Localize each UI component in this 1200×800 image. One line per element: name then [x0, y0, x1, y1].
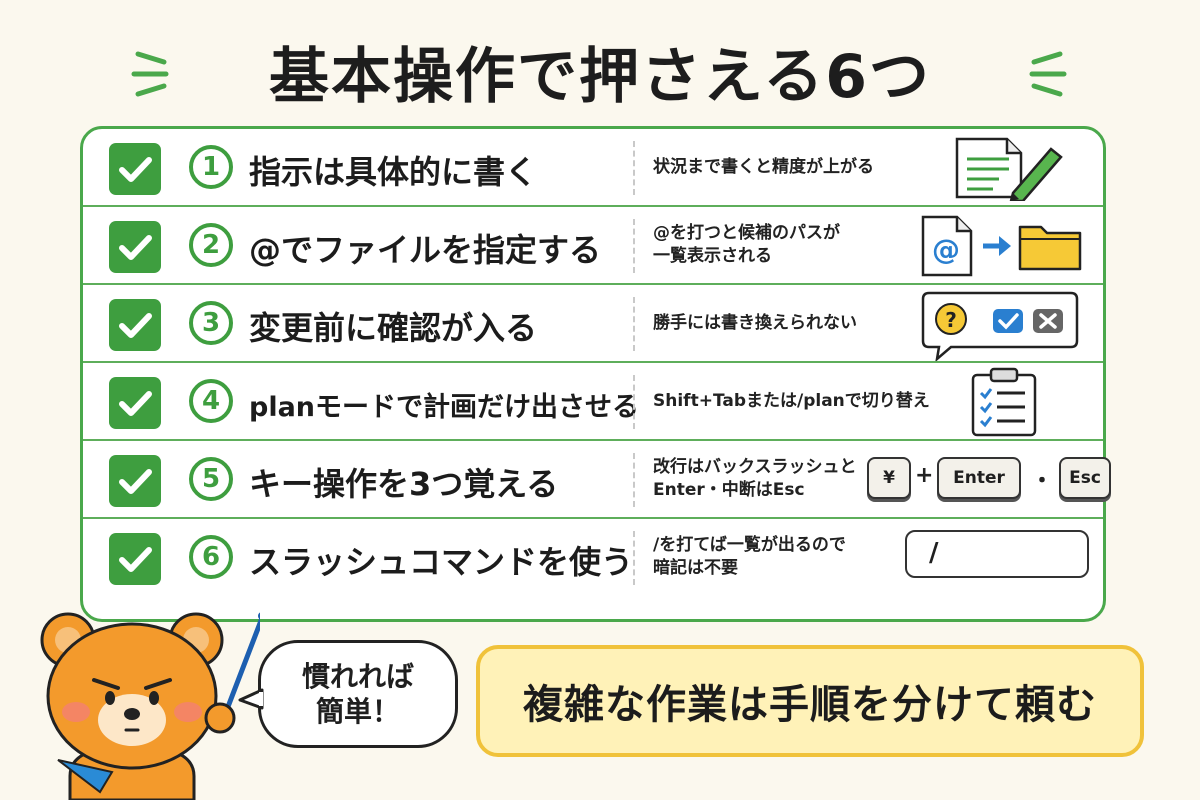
checklist-clipboard-icon — [971, 367, 1037, 437]
plus-sign: + — [915, 463, 934, 488]
item-title: スラッシュコマンドを使う — [249, 543, 634, 581]
item-desc: Shift+Tabまたは/planで切り替え — [653, 363, 973, 439]
item-number: 3 — [189, 301, 233, 345]
item-number: 5 — [189, 457, 233, 501]
sparkle-left-icon — [131, 51, 169, 97]
item-number: 2 — [189, 223, 233, 267]
speech-bubble-tail — [238, 688, 264, 710]
checklist-card: 1 指示は具体的に書く 状況まで書くと精度が上がる 2 @でファイルを指定する … — [80, 126, 1111, 622]
list-item: 2 @でファイルを指定する @を打つと候補のパスが 一覧表示される @ — [83, 207, 1103, 285]
confirm-dialog-icon: ? — [921, 291, 1079, 361]
tip-banner: 複雑な作業は手順を分けて頼む — [476, 645, 1144, 757]
list-item: 1 指示は具体的に書く 状況まで書くと精度が上がる — [83, 129, 1103, 207]
item-desc: 改行はバックスラッシュと Enter・中断はEsc — [653, 441, 913, 517]
arrow-right-icon — [983, 236, 1011, 256]
check-icon — [109, 299, 161, 351]
item-title: 指示は具体的に書く — [249, 153, 538, 191]
svg-text:?: ? — [945, 308, 957, 332]
divider — [633, 531, 635, 585]
item-number: 4 — [189, 379, 233, 423]
item-desc: 勝手には書き換えられない — [653, 285, 913, 361]
list-item: 3 変更前に確認が入る 勝手には書き換えられない ? — [83, 285, 1103, 363]
slash-input-text: / — [929, 538, 939, 568]
check-icon — [109, 533, 161, 585]
check-icon — [109, 455, 161, 507]
item-desc-line: 暗記は不要 — [653, 558, 738, 578]
document-pencil-icon — [955, 137, 1063, 201]
item-number: 1 — [189, 145, 233, 189]
item-desc: 状況まで書くと精度が上がる — [653, 129, 913, 205]
speech-line: 慣れれば — [301, 660, 414, 693]
at-file-icon: @ — [921, 215, 973, 277]
item-title: planモードで計画だけ出させる — [249, 392, 640, 423]
folder-icon — [1018, 225, 1082, 271]
item-desc-line: Enter・中断はEsc — [653, 480, 805, 500]
item-desc-line: 勝手には書き換えられない — [653, 312, 857, 333]
item-number: 6 — [189, 535, 233, 579]
divider — [633, 453, 635, 507]
esc-key: Esc — [1059, 457, 1111, 499]
item-desc-line: 改行はバックスラッシュと — [653, 457, 857, 478]
item-desc-line: 一覧表示される — [653, 246, 772, 266]
yen-key: ¥ — [867, 457, 911, 499]
bear-mascot — [40, 612, 260, 800]
check-icon — [109, 221, 161, 273]
check-icon — [109, 377, 161, 429]
divider — [633, 219, 635, 273]
list-item: 6 スラッシュコマンドを使う /を打てば一覧が出るので 暗記は不要 / — [83, 519, 1103, 597]
svg-text:@: @ — [932, 233, 960, 266]
divider — [633, 141, 635, 195]
page-title: 基本操作で押さえる6つ — [269, 42, 931, 112]
speech-line: 簡単！ — [315, 695, 400, 728]
separator-dot: ・ — [1031, 469, 1054, 494]
item-desc-line: @を打つと候補のパスが — [653, 223, 840, 244]
item-desc: /を打てば一覧が出るので 暗記は不要 — [653, 519, 913, 595]
item-title: キー操作を3つ覚える — [249, 465, 559, 503]
enter-key: Enter — [937, 457, 1021, 499]
item-title: 変更前に確認が入る — [249, 309, 538, 347]
item-desc: @を打つと候補のパスが 一覧表示される — [653, 207, 913, 283]
item-title: @でファイルを指定する — [249, 231, 602, 269]
sparkle-right-icon — [1029, 51, 1067, 97]
item-desc-line: Shift+Tabまたは/planで切り替え — [653, 390, 930, 411]
divider — [633, 375, 635, 429]
check-icon — [109, 143, 161, 195]
slash-command-input: / — [905, 530, 1089, 578]
item-desc-line: 状況まで書くと精度が上がる — [653, 156, 874, 177]
list-item: 4 planモードで計画だけ出させる Shift+Tabまたは/planで切り替… — [83, 363, 1103, 441]
divider — [633, 297, 635, 351]
item-desc-line: /を打てば一覧が出るので — [653, 535, 846, 556]
speech-bubble: 慣れれば 簡単！ — [258, 640, 458, 748]
list-item: 5 キー操作を3つ覚える 改行はバックスラッシュと Enter・中断はEsc ¥… — [83, 441, 1111, 519]
